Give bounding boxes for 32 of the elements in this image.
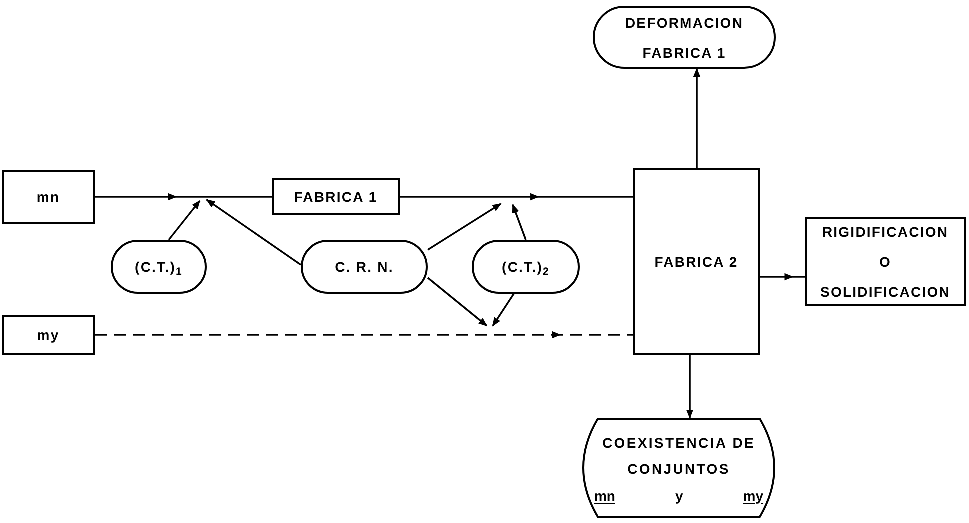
process-box — [2, 170, 95, 224]
process-box — [2, 315, 95, 355]
node-label: FABRICA 2 — [654, 252, 740, 272]
arrow — [206, 199, 302, 266]
arrow — [492, 294, 515, 327]
arrow — [693, 68, 701, 168]
node-label: FABRICA 1 — [293, 188, 379, 206]
arrow — [168, 200, 201, 241]
node-label: (C.T.)$_{1}$ — [134, 258, 184, 280]
arrow — [427, 277, 488, 327]
node-label: DEFORMACION FABRICA 1 — [624, 14, 745, 62]
arrow — [95, 193, 272, 201]
node-label: y — [675, 486, 684, 506]
process-box — [633, 168, 760, 355]
node-label: (C.T.)$_{2}$ — [501, 258, 551, 280]
node-label: my — [36, 326, 61, 345]
arrow — [95, 331, 633, 339]
terminal-shape — [111, 240, 207, 294]
arrow — [400, 193, 633, 201]
terminal-shape — [301, 240, 428, 294]
node-label: my — [742, 486, 765, 506]
node-label: RIGIDIFICACION O SOLIDIFICACION — [819, 222, 952, 302]
arrow — [760, 273, 805, 281]
arrow — [428, 203, 502, 251]
process-box — [272, 178, 400, 215]
arrow — [512, 204, 527, 240]
terminal-shape — [472, 240, 580, 294]
node-label: C. R. N. — [334, 258, 395, 277]
node-label: mn — [593, 486, 616, 506]
process-box — [805, 217, 966, 306]
node-label: mn — [36, 188, 62, 207]
arrow — [686, 355, 694, 419]
